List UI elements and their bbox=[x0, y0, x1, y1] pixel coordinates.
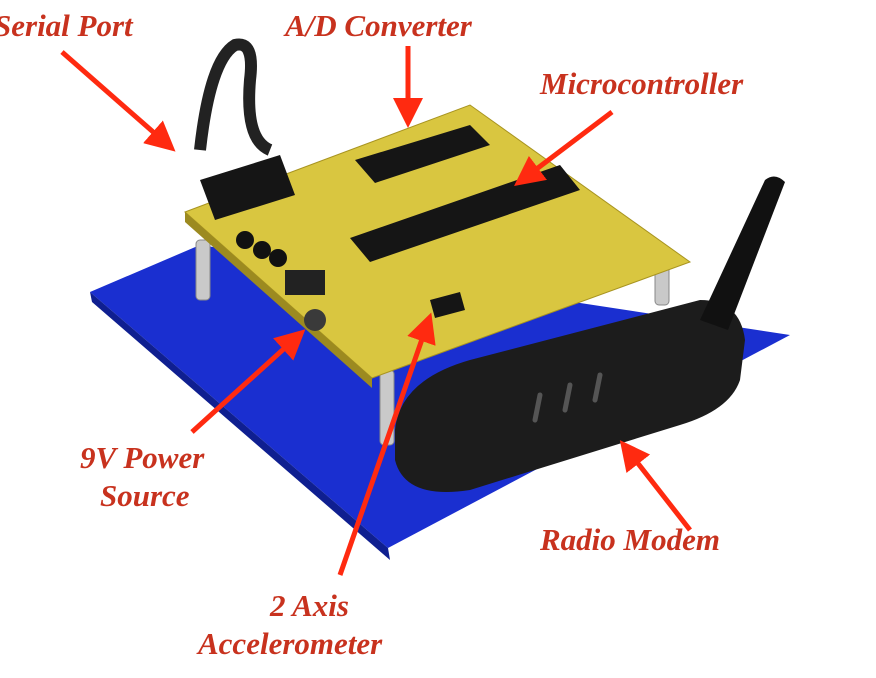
label-radio-modem: Radio Modem bbox=[540, 522, 720, 557]
label-accel-line1: 2 Axis bbox=[270, 588, 349, 623]
label-power-line1: 9V Power bbox=[80, 440, 205, 475]
capacitors bbox=[236, 231, 326, 331]
label-ad-converter: A/D Converter bbox=[285, 8, 472, 43]
label-accel-line2: Accelerometer bbox=[198, 626, 383, 661]
antenna bbox=[700, 176, 785, 330]
label-serial-port: Serial Port bbox=[0, 8, 133, 43]
chips bbox=[200, 125, 580, 318]
label-power-line2: Source bbox=[100, 478, 190, 513]
pointer-arrows bbox=[60, 46, 692, 576]
serial-cable bbox=[194, 38, 273, 156]
label-microcontroller: Microcontroller bbox=[540, 66, 744, 101]
